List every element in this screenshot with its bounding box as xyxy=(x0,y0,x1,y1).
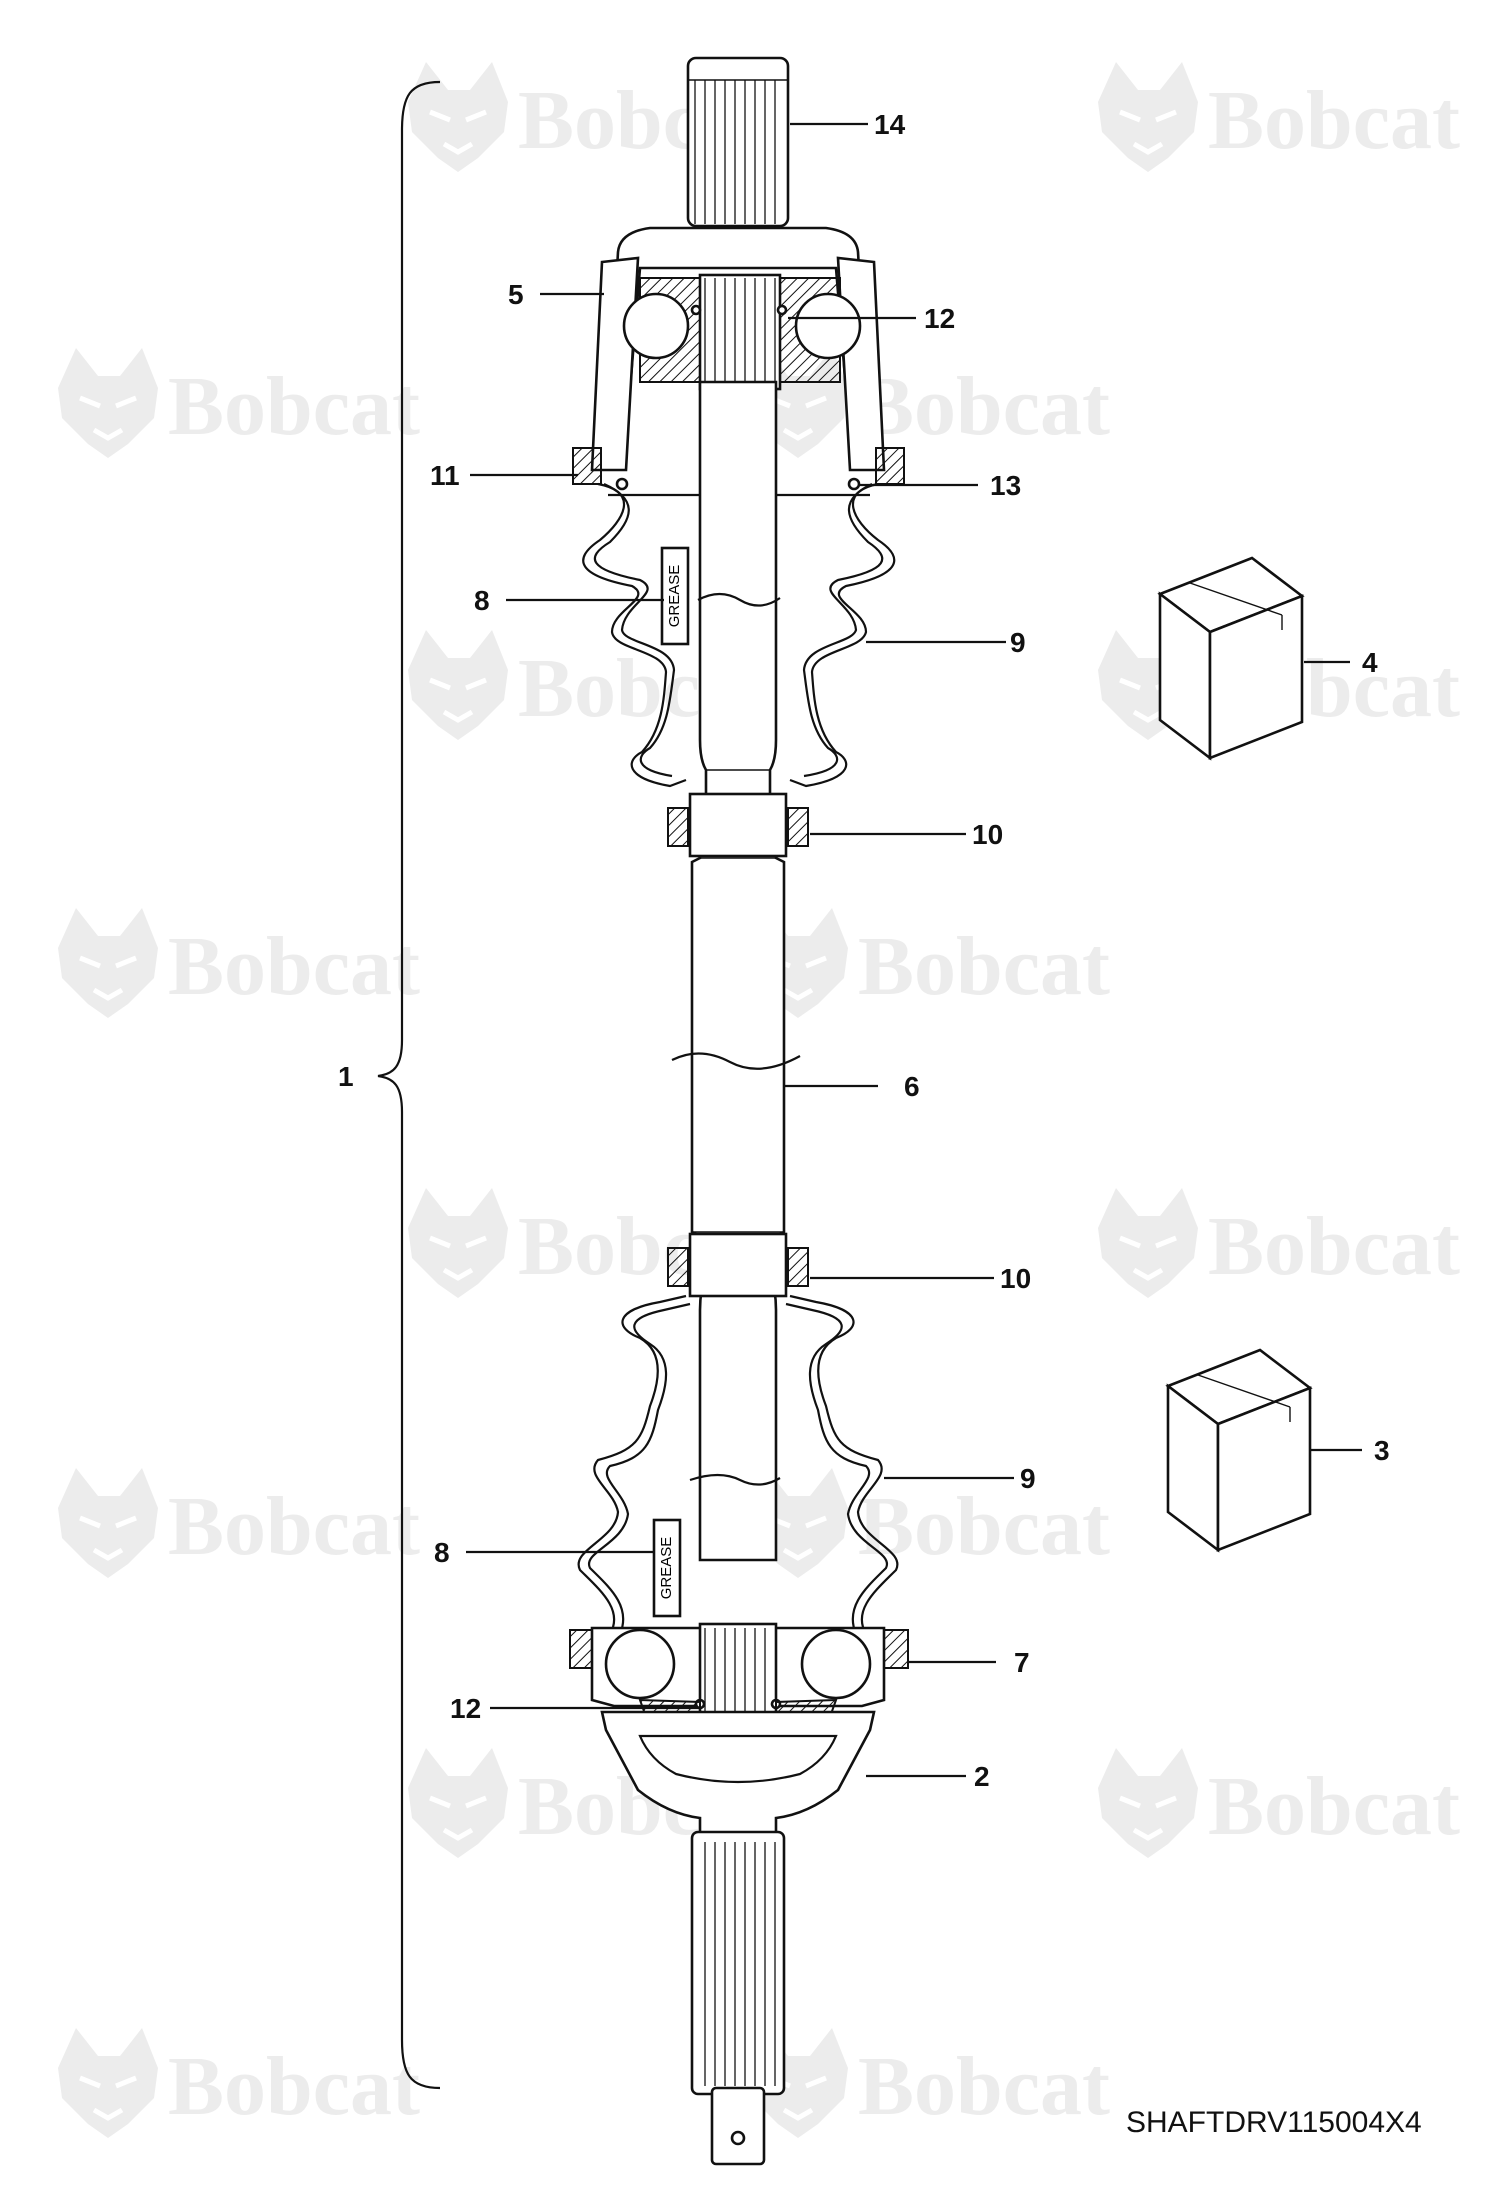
assembly-brace xyxy=(377,80,441,2090)
top-spline-stub xyxy=(686,56,790,228)
callout-5: 5 xyxy=(508,279,524,310)
shaft-collar-lower xyxy=(667,1232,809,1298)
watermark-text: Bobcat xyxy=(858,360,1110,453)
bobcat-logo-icon xyxy=(408,1188,508,1298)
bobcat-logo-icon xyxy=(408,630,508,740)
bottom-joint xyxy=(569,1622,909,1838)
callout-10: 10 xyxy=(1000,1263,1031,1294)
callout-6: 6 xyxy=(904,1071,920,1102)
top-inner-race xyxy=(622,273,862,391)
callout-8: 8 xyxy=(434,1537,450,1568)
boot-clamp-top-left xyxy=(572,447,602,485)
bobcat-logo-icon xyxy=(1098,1188,1198,1298)
bottom-spline-stub xyxy=(690,1830,786,2166)
bobcat-logo-icon xyxy=(1098,1748,1198,1858)
grease-label: GREASE xyxy=(666,565,683,628)
pin-hole-icon xyxy=(730,2130,746,2146)
callout-1: 1 xyxy=(338,1061,354,1092)
bobcat-logo-icon xyxy=(408,1748,508,1858)
callout-11: 11 xyxy=(430,460,460,491)
watermark: Bobcat xyxy=(748,2028,1110,2138)
watermark: Bobcat xyxy=(58,348,420,458)
grease-tag-bottom: GREASE xyxy=(652,1518,682,1618)
watermark: Bobcat xyxy=(748,348,1110,458)
callout-9: 9 xyxy=(1010,627,1026,658)
grease-label: GREASE xyxy=(658,1537,675,1600)
boot-clamp-bottom-right xyxy=(881,1629,909,1669)
retaining-ring-left xyxy=(615,477,629,491)
callout-9: 9 xyxy=(1020,1463,1036,1494)
leader-lines xyxy=(466,122,1362,1778)
watermark-text: Bobcat xyxy=(858,2040,1110,2133)
callout-14: 14 xyxy=(874,109,906,140)
watermark: Bobcat xyxy=(1098,1188,1460,1298)
loose-part-box-3 xyxy=(1165,1348,1313,1553)
callout-10: 10 xyxy=(972,819,1003,850)
bobcat-logo-icon xyxy=(58,348,158,458)
watermark-text: Bobcat xyxy=(168,1480,420,1573)
watermark-text: Bobcat xyxy=(168,360,420,453)
watermark: Bobcat xyxy=(1098,62,1460,172)
callout-8: 8 xyxy=(474,585,490,616)
boot-clamp-top-right xyxy=(875,447,905,485)
callout-13: 13 xyxy=(990,470,1021,501)
drawing-code: SHAFTDRV115004X4 xyxy=(1126,2106,1422,2139)
watermark: Bobcat xyxy=(748,1468,1110,1578)
watermark: Bobcat xyxy=(748,908,1110,1018)
watermark-text: Bobcat xyxy=(168,920,420,1013)
callout-4: 4 xyxy=(1362,647,1378,678)
watermark-text: Bobcat xyxy=(858,920,1110,1013)
watermark-text: Bobcat xyxy=(1208,1760,1460,1853)
bobcat-logo-icon xyxy=(58,2028,158,2138)
watermark: Bobcat xyxy=(58,1468,420,1578)
watermark: Bobcat xyxy=(58,2028,420,2138)
callout-3: 3 xyxy=(1374,1435,1390,1466)
callouts: 14 5 12 11 13 8 9 4 10 1 6 10 9 3 8 7 12… xyxy=(338,109,1390,1792)
bobcat-logo-icon xyxy=(58,908,158,1018)
top-boot xyxy=(582,482,896,788)
loose-part-box-4 xyxy=(1157,556,1305,761)
bobcat-logo-icon xyxy=(1098,62,1198,172)
watermark-text: Bobcat xyxy=(1208,1200,1460,1293)
retaining-ring-right xyxy=(847,477,861,491)
watermark-text: Bobcat xyxy=(1208,74,1460,167)
shaft-collar-upper xyxy=(667,792,809,858)
watermark: Bobcat xyxy=(1098,1748,1460,1858)
grease-tag-top: GREASE xyxy=(660,546,690,646)
bottom-boot xyxy=(577,1294,899,1635)
watermark-text: Bobcat xyxy=(168,2040,420,2133)
callout-2: 2 xyxy=(974,1761,990,1792)
bobcat-logo-icon xyxy=(58,1468,158,1578)
main-shaft xyxy=(671,380,801,1562)
bobcat-logo-icon xyxy=(408,62,508,172)
watermark: Bobcat xyxy=(58,908,420,1018)
callout-12: 12 xyxy=(924,303,955,334)
watermark-text: Bobcat xyxy=(858,1480,1110,1573)
callout-7: 7 xyxy=(1014,1647,1030,1678)
callout-12: 12 xyxy=(450,1693,481,1724)
